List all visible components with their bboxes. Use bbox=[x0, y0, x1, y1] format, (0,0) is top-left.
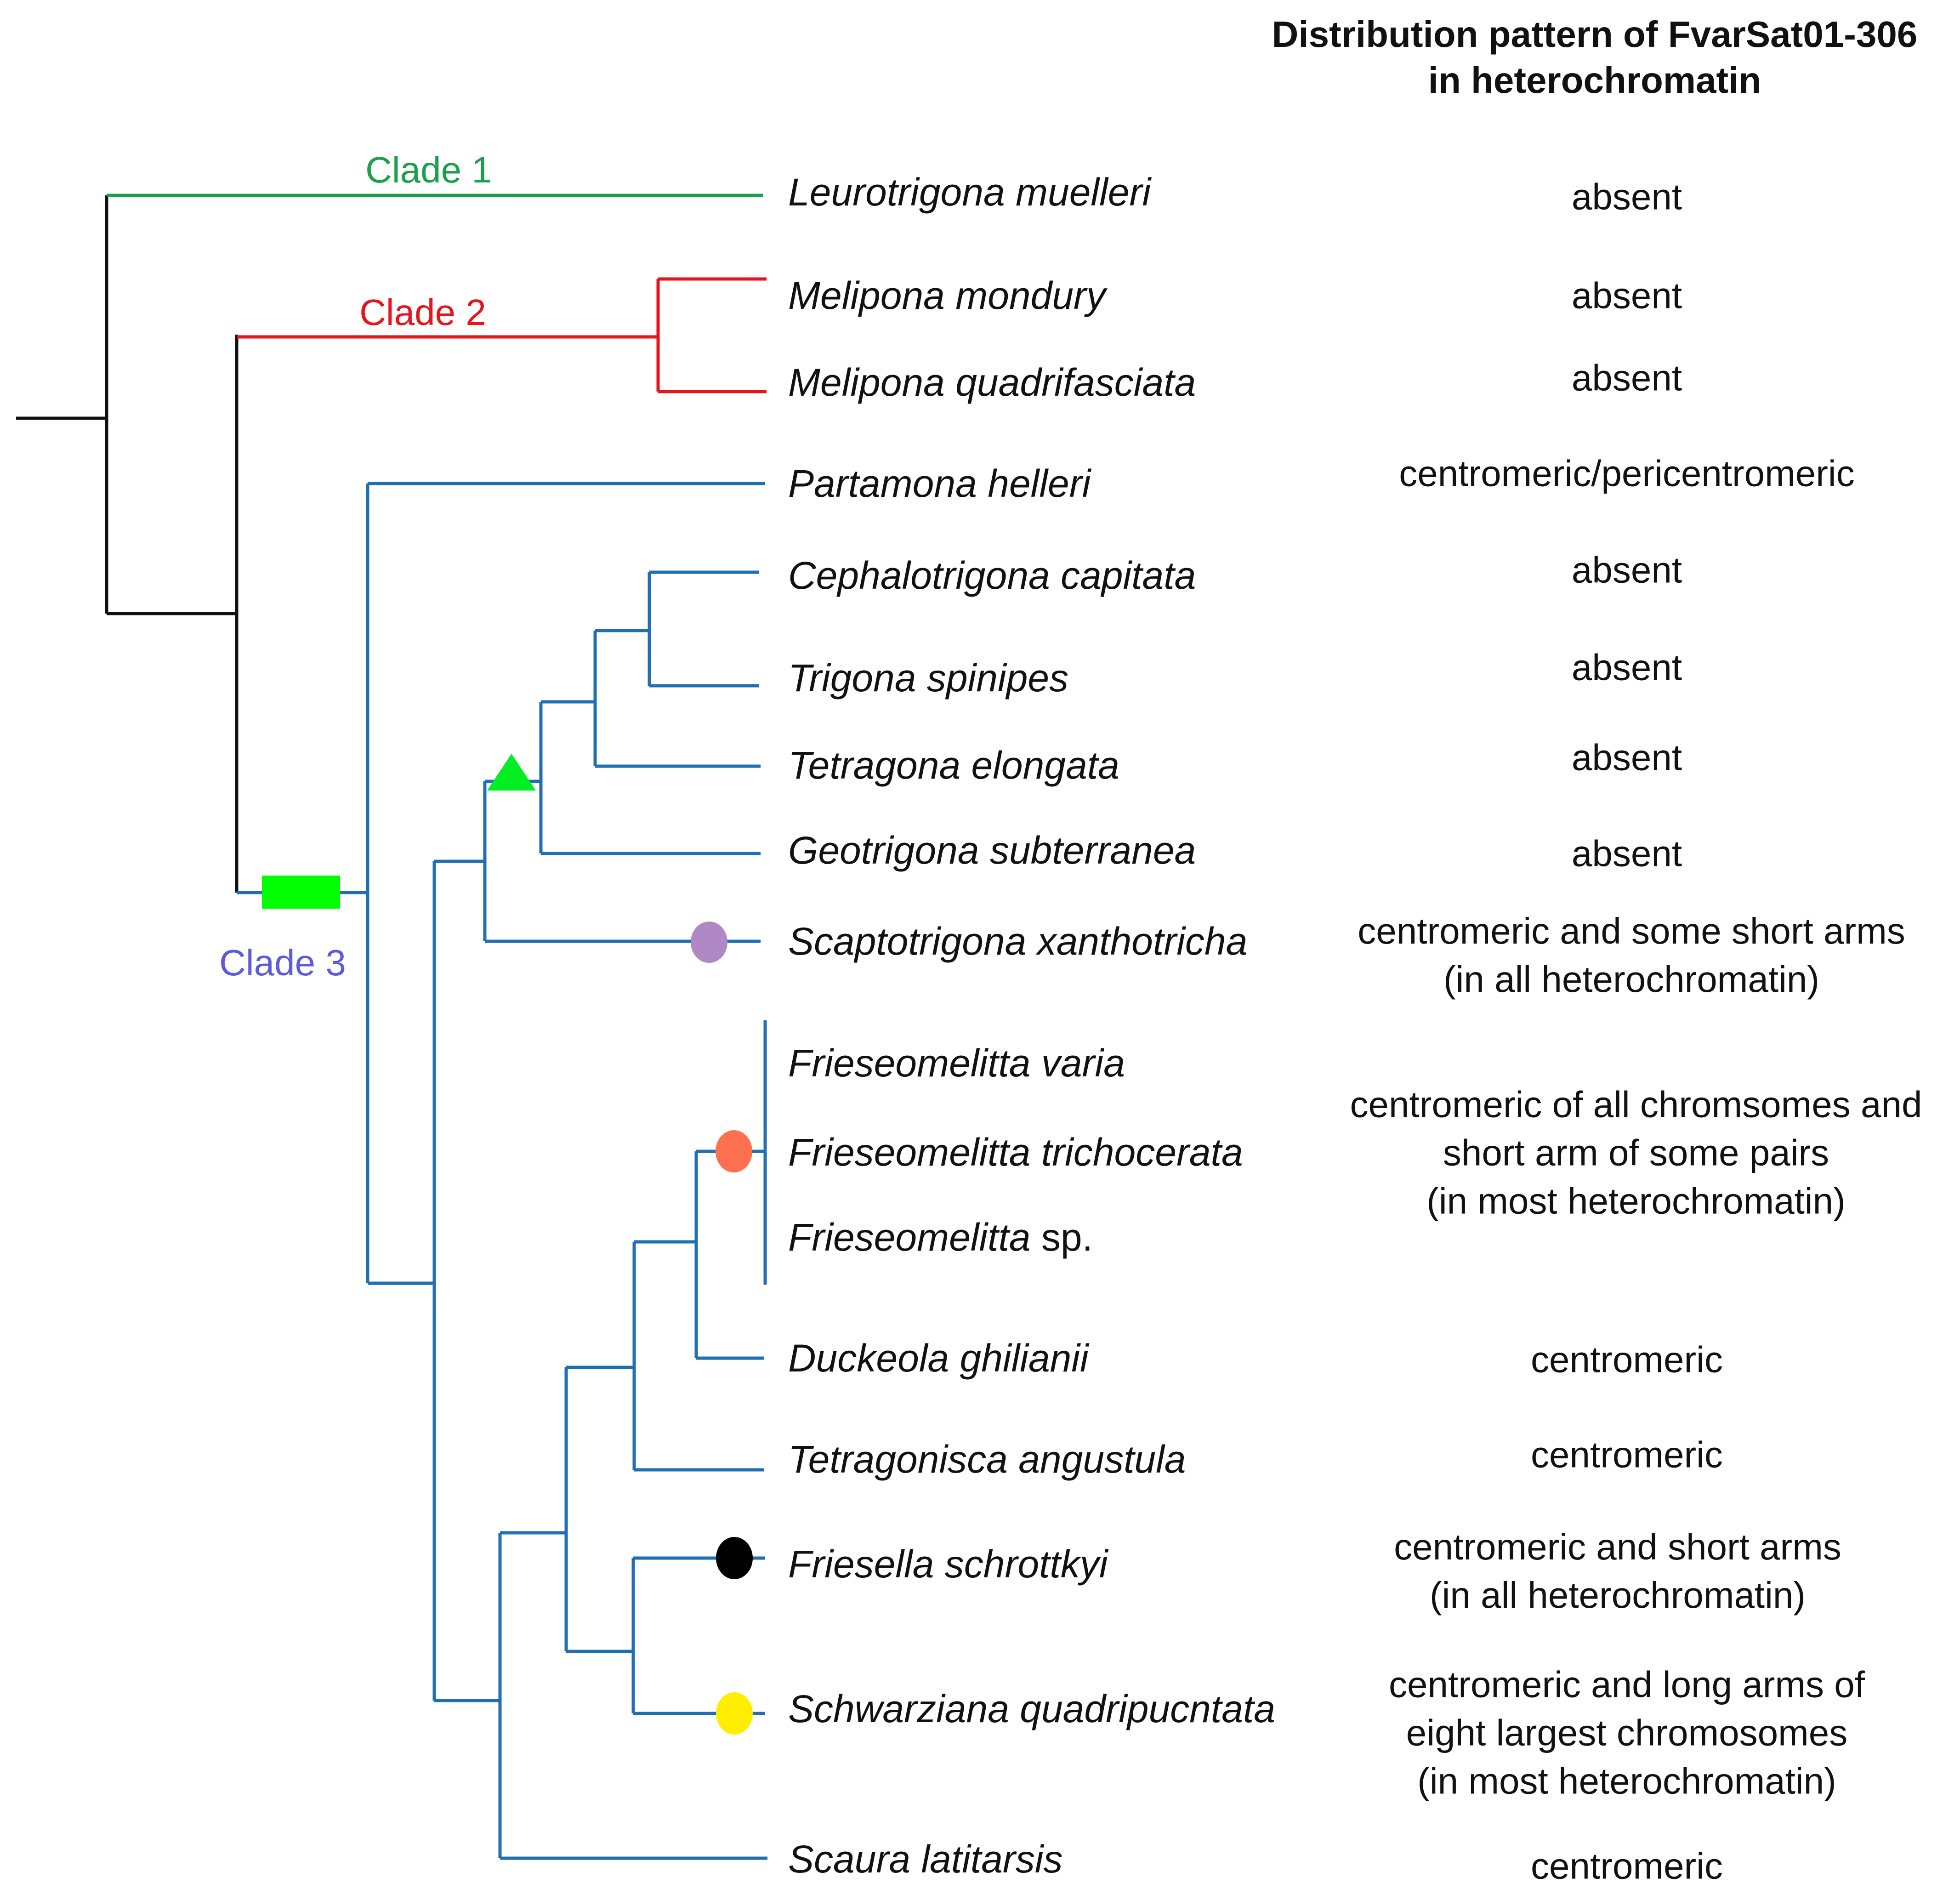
distribution-trigona-spinipes: absent bbox=[1571, 647, 1682, 688]
taxon-frieseomelitta-sp: Frieseomelitta sp. bbox=[788, 1216, 1093, 1259]
taxon-scaura-latitarsis: Scaura latitarsis bbox=[788, 1838, 1063, 1881]
friesella-black-dot bbox=[716, 1537, 753, 1579]
taxon-melipona-quadrifasciata: Melipona quadrifasciata bbox=[788, 361, 1196, 404]
distribution-melipona-quadrifasciata: absent bbox=[1571, 357, 1682, 398]
distribution-scaura-latitarsis: centromeric bbox=[1531, 1845, 1723, 1887]
distribution-friesella-schrottkyi: centromeric and short arms(in all hetero… bbox=[1394, 1526, 1841, 1616]
clade-1-label: Clade 1 bbox=[365, 149, 492, 190]
taxon-frieseomelitta-varia: Frieseomelitta varia bbox=[788, 1041, 1125, 1085]
taxon-schwarziana-quadripucntata: Schwarziana quadripucntata bbox=[788, 1687, 1276, 1730]
distribution-duckeola-ghilianii: centromeric bbox=[1531, 1339, 1723, 1380]
distribution-cephalotrigona-capitata: absent bbox=[1571, 549, 1682, 591]
taxon-tetragona-elongata: Tetragona elongata bbox=[788, 744, 1119, 787]
scaptotrigona-purple-dot bbox=[691, 922, 727, 963]
frieseomelitta-orange-dot bbox=[716, 1130, 752, 1172]
taxon-melipona-mondury: Melipona mondury bbox=[788, 274, 1106, 317]
distribution-geotrigona-subterranea: absent bbox=[1571, 833, 1682, 874]
taxon-scaptotrigona-xanthotricha: Scaptotrigona xanthotricha bbox=[788, 920, 1248, 963]
distribution-tetragona-elongata: absent bbox=[1571, 737, 1682, 778]
taxon-tetragonisca-angustula: Tetragonisca angustula bbox=[788, 1438, 1186, 1481]
distribution-title-line2: in heterochromatin bbox=[1428, 60, 1761, 101]
green-triangle-marker bbox=[487, 754, 536, 791]
taxon-duckeola-ghilianii: Duckeola ghilianii bbox=[788, 1337, 1089, 1380]
clade-3-bar-marker bbox=[262, 876, 340, 909]
distribution-column-title: Distribution pattern of FvarSat01-306 in… bbox=[1232, 11, 1958, 103]
distribution-scaptotrigona-xanthotricha: centromeric and some short arms(in all h… bbox=[1358, 910, 1905, 1000]
taxon-partamona-helleri: Partamona helleri bbox=[788, 462, 1091, 505]
taxon-frieseomelitta-trichocerata: Frieseomelitta trichocerata bbox=[788, 1131, 1243, 1174]
distribution-partamona-helleri: centromeric/pericentromeric bbox=[1399, 453, 1855, 494]
distribution-tetragonisca-angustula: centromeric bbox=[1531, 1434, 1723, 1475]
taxon-friesella-schrottkyi: Friesella schrottkyi bbox=[788, 1542, 1108, 1586]
clade-3-label: Clade 3 bbox=[219, 942, 346, 983]
clade-2-label: Clade 2 bbox=[359, 292, 486, 333]
distribution-melipona-mondury: absent bbox=[1571, 275, 1682, 316]
schwarziana-yellow-dot bbox=[716, 1692, 753, 1735]
taxon-cephalotrigona-capitata: Cephalotrigona capitata bbox=[788, 554, 1196, 597]
taxon-trigona-spinipes: Trigona spinipes bbox=[788, 656, 1069, 700]
taxon-geotrigona-subterranea: Geotrigona subterranea bbox=[788, 829, 1196, 872]
distribution-title-line1: Distribution pattern of FvarSat01-306 bbox=[1272, 14, 1918, 55]
distribution-leurotrigona-muelleri: absent bbox=[1571, 176, 1682, 217]
taxon-leurotrigona-muelleri: Leurotrigona muelleri bbox=[788, 171, 1151, 214]
